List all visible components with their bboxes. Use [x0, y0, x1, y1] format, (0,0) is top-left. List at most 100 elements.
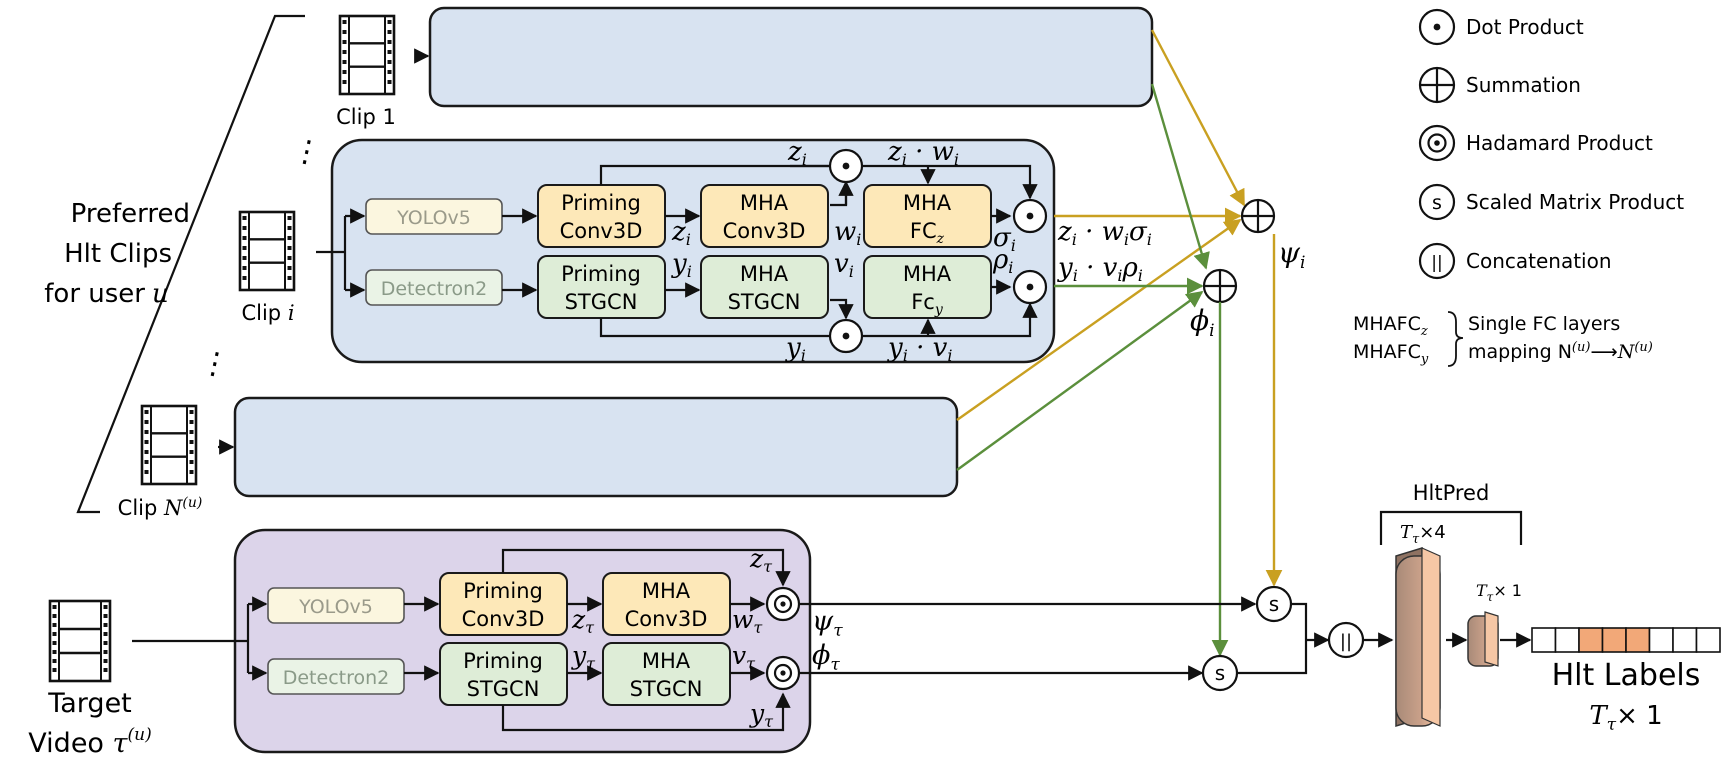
hadamard-op-z [765, 586, 801, 622]
preferred-label-line3: for user [44, 279, 145, 309]
label-cell [1531, 627, 1557, 653]
target-mha-conv3d-label-2: Conv3D [625, 607, 708, 631]
label-vi: vi [834, 249, 854, 281]
label-z-tau-mid: zτ [571, 605, 595, 637]
label-cell [1695, 627, 1721, 653]
target-label-line1: Target [47, 688, 132, 719]
target-priming-conv3d-label-2: Conv3D [462, 607, 545, 631]
target-yolo-block [267, 587, 405, 624]
legend-dot: Dot Product [1418, 8, 1584, 46]
target-mha-stgcn-label-1: MHA [642, 649, 691, 673]
hlt-labels-title: Hlt Labels [1552, 658, 1701, 693]
legend-note-line1: Single FC layers [1468, 313, 1620, 335]
hadamard-op-y [765, 655, 801, 691]
target-pipeline: YOLOv5 Detectron2 Priming Conv3D Priming… [132, 544, 1394, 732]
preferred-clips-group: Preferred Hlt Clips for user u ⋮ ⋮ [44, 14, 325, 514]
legend-scaled-label: Scaled Matrix Product [1466, 190, 1684, 214]
mha-stgcn-label-2: STGCN [728, 290, 801, 314]
svg-text:||: || [1431, 253, 1442, 273]
label-zi-wi: zi · wi [887, 137, 959, 169]
label-cell [1554, 627, 1580, 653]
scaled-psi-symbol: s [1269, 592, 1279, 616]
concatenation-op: || [1327, 621, 1365, 659]
scaled-product-icon [1418, 183, 1456, 221]
legend-hadamard: Hadamard Product [1418, 124, 1653, 162]
legend-concat: || Concatenation [1418, 242, 1612, 280]
legend-note-line2: mapping N(u)⟶N(u) [1468, 340, 1653, 363]
label-y-tau-mid: yτ [571, 641, 596, 673]
label-y-tau-bottom: yτ [749, 699, 774, 731]
label-cell [1672, 627, 1698, 653]
clipN-panel [233, 396, 959, 498]
preferred-label-user: u [152, 279, 169, 309]
preferred-label-line2: Hlt Clips [64, 239, 172, 269]
legend-hadamard-label: Hadamard Product [1466, 131, 1653, 155]
hlt-labels-vector [1531, 627, 1721, 653]
target-priming-stgcn-label-1: Priming [463, 649, 543, 673]
hltpred-layer-1 [1395, 546, 1441, 728]
priming-stgcn-label-2: STGCN [565, 290, 638, 314]
target-yolo-label: YOLOv5 [298, 596, 373, 618]
label-cell [1578, 627, 1604, 653]
detectron-label: Detectron2 [381, 278, 488, 300]
mha-conv3d-label-1: MHA [740, 191, 789, 215]
label-zi-mid: zi [671, 217, 691, 249]
clip-1-label: Clip 1 [336, 105, 396, 129]
label-psi-tau: ψτ [812, 606, 843, 641]
label-v-tau: vτ [732, 641, 756, 673]
film-icon [48, 599, 112, 683]
mha-fcy-label-2: Fcy [911, 290, 944, 318]
legend-dot-label: Dot Product [1466, 15, 1584, 39]
clip-ellipsis-bottom: ⋮ [196, 344, 233, 384]
detectron-block [365, 269, 503, 306]
scaled-product-phi: s [1201, 654, 1239, 692]
legend-scaled: s Scaled Matrix Product [1418, 183, 1684, 221]
label-yi-vi: yi · vi [887, 333, 952, 365]
film-icon [238, 210, 296, 292]
target-panel [233, 528, 812, 754]
label-out-y: yi · viρi [1057, 253, 1143, 285]
clip-n-label: Clip N(u) [118, 495, 203, 520]
film-icon [140, 404, 198, 486]
concat-symbol: || [1340, 631, 1352, 652]
hltpred-layer-2 [1467, 611, 1499, 667]
target-mha-stgcn-label-2: STGCN [630, 677, 703, 701]
label-phi-tau: ϕτ [812, 640, 840, 675]
label-rho-i: ρi [992, 245, 1013, 277]
film-icon [338, 14, 396, 96]
label-yi-mid: yi [671, 249, 692, 281]
legend-mhafc-z: MHAFCz [1353, 313, 1428, 339]
priming-conv3d-label-2: Conv3D [560, 219, 643, 243]
label-cell [1648, 627, 1674, 653]
label-phi-i: ϕi [1190, 304, 1215, 341]
hltpred-bracket [1379, 510, 1523, 545]
mha-conv3d-label-2: Conv3D [723, 219, 806, 243]
hltpred-head: HltPred Tτ×4 Tτ× 1 Hlt Labels Tτ× 1 [1379, 481, 1721, 735]
label-sigma-i: σi [993, 223, 1016, 255]
concatenation-icon [1418, 242, 1456, 280]
target-priming-stgcn-label-2: STGCN [467, 677, 540, 701]
scaled-product-psi: s [1255, 585, 1293, 623]
target-label-line2: Video τ(u) [28, 725, 151, 759]
aggregation-arrows: ψi ϕi [956, 29, 1305, 657]
mha-fcy-label-1: MHA [903, 262, 952, 286]
hlt-labels-shape: Tτ× 1 [1589, 701, 1662, 735]
label-zi-top: zi [787, 137, 807, 169]
priming-conv3d-label-1: Priming [561, 191, 641, 215]
target-detectron-block [267, 658, 405, 695]
svg-text:s: s [1432, 192, 1442, 214]
clipi-panel [330, 138, 1056, 364]
mha-stgcn-label-1: MHA [740, 262, 789, 286]
scaled-phi-symbol: s [1215, 661, 1225, 685]
yolo-label: YOLOv5 [396, 207, 471, 229]
label-cell [1601, 627, 1627, 653]
legend-sum: Summation [1418, 66, 1581, 104]
label-wi: wi [834, 217, 861, 249]
legend-mhafc-y: MHAFCy [1353, 341, 1429, 367]
preferred-clips-bracket [76, 14, 305, 514]
label-yi-bottom: yi [785, 333, 806, 365]
preferred-label-line1: Preferred [71, 199, 190, 229]
mha-fcz-label-2: FCz [910, 219, 945, 247]
legend: Dot Product Summation Hadamard Product s… [1353, 8, 1684, 367]
priming-stgcn-label-1: Priming [561, 262, 641, 286]
